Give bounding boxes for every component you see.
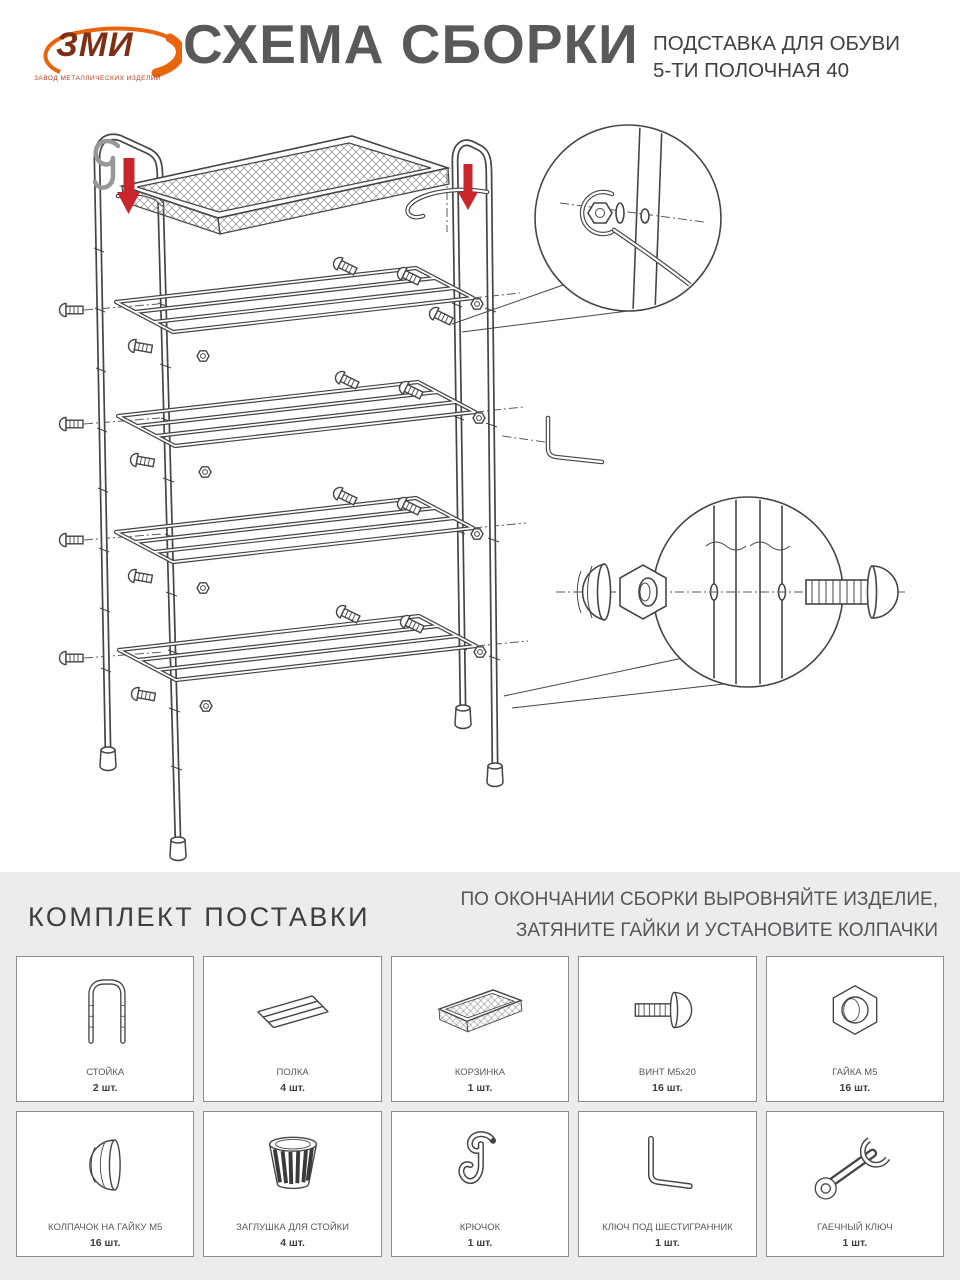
assembly-note: ПО ОКОНЧАНИИ СБОРКИ ВЫРОВНЯЙТЕ ИЗДЕЛИЕ, …: [460, 884, 938, 947]
shelf-icon: [204, 963, 380, 1057]
part-qty: 4 шт.: [280, 1237, 305, 1249]
part-name: ЗАГЛУШКА ДЛЯ СТОЙКИ: [236, 1222, 350, 1234]
part-name: СТОЙКА: [86, 1067, 125, 1079]
foot-caps: [99, 704, 504, 862]
part-cell-screw: ВИНТ М5х20 16 шт.: [578, 956, 757, 1102]
basket-icon: [392, 963, 568, 1057]
assembly-note-line2: ЗАТЯНИТЕ ГАЙКИ И УСТАНОВИТЕ КОЛПАЧКИ: [515, 920, 938, 942]
kit-section: КОМПЛЕКТ ПОСТАВКИ ПО ОКОНЧАНИИ СБОРКИ ВЫ…: [0, 872, 960, 1280]
zmi-logo: ЗМИ ЗАВОД МЕТАЛЛИЧЕСКИХ ИЗДЕЛИЙ: [26, 18, 182, 96]
part-qty: 1 шт.: [842, 1237, 868, 1249]
bolt-part: [805, 565, 899, 619]
part-name: КОЛПАЧОК НА ГАЙКУ М5: [48, 1222, 163, 1234]
plug-icon: [204, 1118, 380, 1212]
stand-icon: [17, 963, 193, 1057]
part-qty: 16 шт.: [89, 1237, 121, 1249]
parts-grid: СТОЙКА 2 шт. ПОЛКА 4 шт.: [16, 956, 944, 1257]
part-name: КРЮЧОК: [459, 1222, 501, 1234]
top-basket: [118, 135, 452, 235]
part-cell-cap: КОЛПАЧОК НА ГАЙКУ М5 16 шт.: [16, 1111, 195, 1257]
part-qty: 1 шт.: [467, 1237, 493, 1249]
cap-icon: [17, 1118, 193, 1212]
frame-hole-marks: [93, 247, 501, 771]
hex-key-icon: [579, 1118, 755, 1212]
hex-key-icon: [548, 418, 602, 462]
nut-icon: [767, 963, 943, 1057]
logo-swoosh-icon: [43, 26, 182, 78]
logo-tagline: ЗАВОД МЕТАЛЛИЧЕСКИХ ИЗДЕЛИЙ: [34, 75, 162, 82]
part-cell-stand: СТОЙКА 2 шт.: [16, 956, 195, 1102]
part-name: КОРЗИНКА: [454, 1067, 506, 1079]
s-hook-icon: [92, 138, 121, 190]
product-subtitle: ПОДСТАВКА ДЛЯ ОБУВИ 5-ТИ ПОЛОЧНАЯ 40: [653, 30, 900, 84]
part-name: ГАЕЧНЫЙ КЛЮЧ: [816, 1222, 893, 1234]
part-name: КЛЮЧ ПОД ШЕСТИГРАННИК: [602, 1222, 733, 1234]
product-subtitle-line1: ПОДСТАВКА ДЛЯ ОБУВИ: [653, 32, 900, 55]
part-qty: 16 шт.: [839, 1082, 871, 1094]
product-subtitle-line2: 5-ТИ ПОЛОЧНАЯ 40: [653, 59, 850, 83]
part-name: ПОЛКА: [276, 1067, 309, 1079]
right-side-frame: [408, 143, 495, 768]
part-qty: 16 шт.: [652, 1082, 683, 1094]
assembly-note-line1: ПО ОКОНЧАНИИ СБОРКИ ВЫРОВНЯЙТЕ ИЗДЕЛИЕ,: [460, 889, 938, 910]
red-down-arrow-right-icon: [458, 164, 478, 210]
callout-cap-nut-bolt-icon: [503, 496, 908, 709]
part-cell-hex-key: КЛЮЧ ПОД ШЕСТИГРАННИК 1 шт.: [578, 1111, 757, 1257]
left-side-frame: [97, 137, 178, 842]
part-cell-plug: ЗАГЛУШКА ДЛЯ СТОЙКИ 4 шт.: [203, 1111, 382, 1257]
part-qty: 1 шт.: [467, 1082, 493, 1094]
cap-part: [576, 562, 612, 622]
part-qty: 4 шт.: [280, 1082, 305, 1094]
callout-bolt-wrench-icon: [451, 124, 722, 333]
part-qty: 1 шт.: [655, 1237, 680, 1249]
part-cell-nut: ГАЙКА М5 16 шт.: [765, 956, 944, 1102]
part-cell-shelf: ПОЛКА 4 шт.: [203, 956, 382, 1102]
part-cell-wrench: ГАЕЧНЫЙ КЛЮЧ 1 шт.: [765, 1111, 944, 1257]
part-cell-basket: КОРЗИНКА 1 шт.: [390, 956, 570, 1102]
part-qty: 2 шт.: [92, 1082, 118, 1094]
kit-title: КОМПЛЕКТ ПОСТАВКИ: [28, 902, 371, 932]
nut-part: [619, 564, 667, 620]
wrench-icon: [767, 1118, 943, 1212]
logo-brand: ЗМИ: [56, 26, 134, 64]
part-name: ГАЙКА М5: [832, 1067, 878, 1079]
hook-icon: [392, 1118, 568, 1212]
screw-icon: [579, 963, 755, 1057]
page-title: СХЕМА СБОРКИ: [183, 13, 639, 75]
part-name: ВИНТ М5х20: [638, 1067, 696, 1079]
part-cell-hook: КРЮЧОК 1 шт.: [390, 1111, 570, 1257]
assembly-diagram: [58, 124, 908, 862]
red-down-arrow-left-icon: [117, 158, 140, 214]
